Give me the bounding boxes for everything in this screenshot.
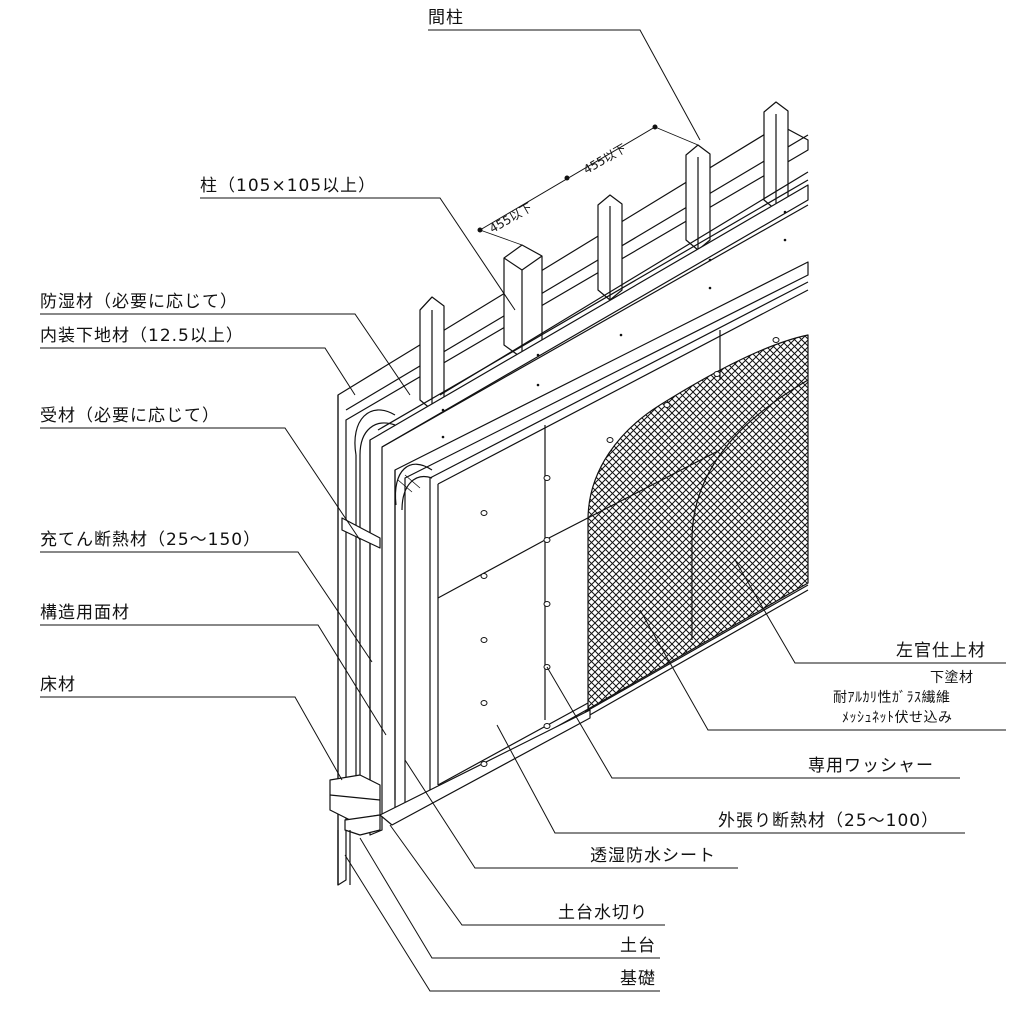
receiver-member bbox=[341, 517, 381, 549]
label-hashira: 柱（105×105以上） bbox=[200, 176, 377, 196]
label-washer: 専用ワッシャー bbox=[808, 756, 934, 776]
stud-2 bbox=[597, 194, 623, 301]
label-dodai: 土台 bbox=[620, 936, 656, 956]
fastener-holes bbox=[480, 337, 780, 767]
stud-4 bbox=[763, 101, 789, 211]
label-boshitsu: 防湿材（必要に応じて） bbox=[40, 292, 238, 312]
leader-lines bbox=[40, 29, 1006, 992]
dimension-lines bbox=[477, 124, 699, 246]
label-ukezai: 受材（必要に応じて） bbox=[40, 406, 220, 426]
label-sotobari: 外張り断熱材（25～100） bbox=[718, 811, 940, 831]
label-toshitsu: 透湿防水シート bbox=[590, 846, 716, 866]
fill-insulation-curl bbox=[354, 409, 396, 456]
label-mesh-1: 耐ｱﾙｶﾘ性ｶﾞﾗｽ繊維 bbox=[833, 690, 951, 706]
label-sakan: 左官仕上材 bbox=[896, 641, 986, 661]
label-yuka: 床材 bbox=[40, 675, 76, 695]
label-kozo: 構造用面材 bbox=[40, 603, 130, 623]
sill-flashing bbox=[379, 709, 591, 826]
label-mabashira: 間柱 bbox=[428, 8, 464, 28]
label-mesh-2: ﾒｯｼｭﾈｯﾄ伏せ込み bbox=[842, 710, 953, 726]
label-juten: 充てん断熱材（25～150） bbox=[40, 530, 262, 550]
label-shitanuri: 下塗材 bbox=[930, 670, 974, 686]
label-kiso: 基礎 bbox=[620, 969, 656, 989]
foundation bbox=[344, 814, 381, 836]
nail-dots bbox=[441, 210, 787, 439]
label-mizukiri: 土台水切り bbox=[558, 903, 648, 923]
glass-fiber-mesh bbox=[587, 334, 809, 711]
label-naiso: 内装下地材（12.5以上） bbox=[40, 326, 244, 346]
